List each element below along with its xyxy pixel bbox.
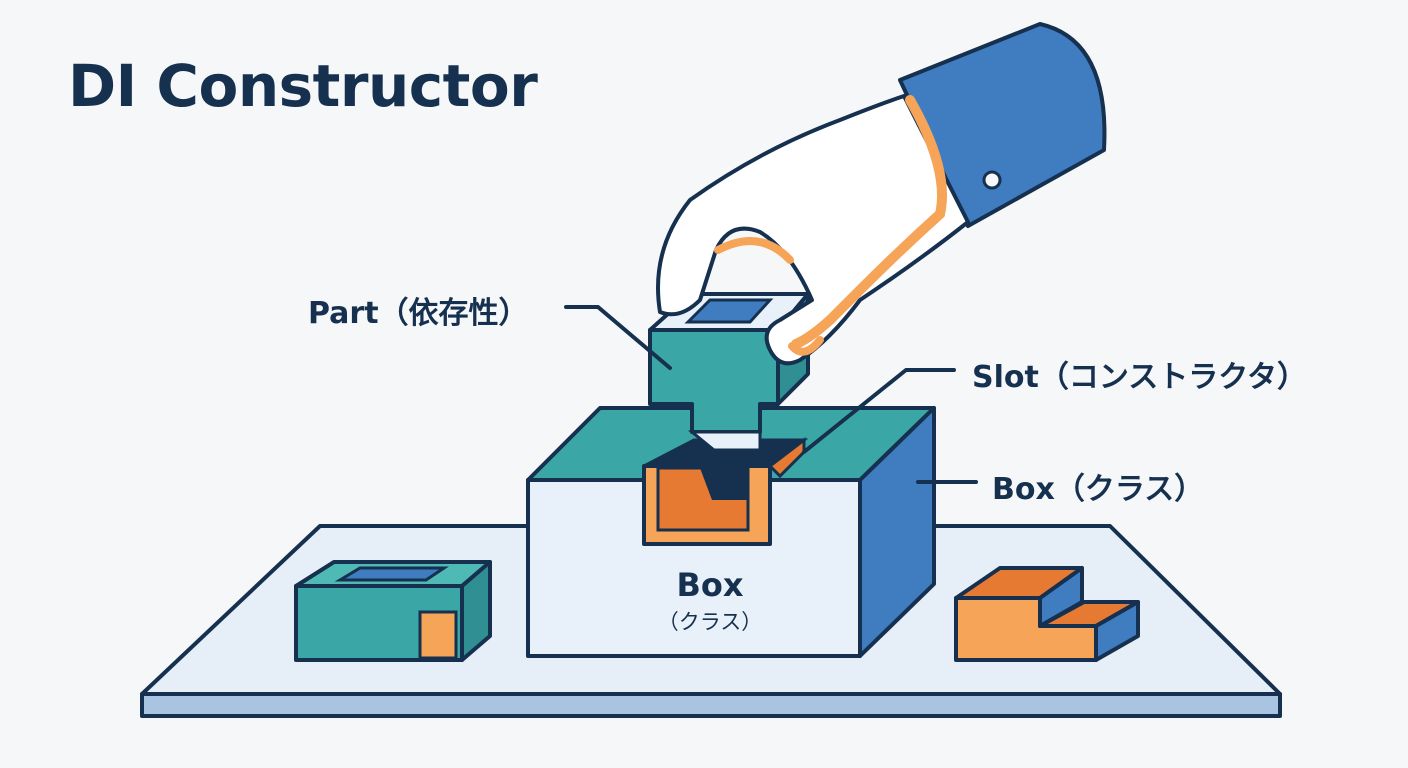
small-part-block [294,560,492,662]
box-face-title: Box [676,566,744,604]
page-title: DI Constructor [68,52,538,120]
leader-lines [564,305,978,484]
step-part-block [954,566,1140,662]
part-label: Part（依存性） [308,296,529,331]
main-box [526,406,936,658]
hand-icon [656,22,1107,366]
box-label: Box（クラス） [992,472,1205,507]
part-cube [648,292,810,452]
box-face-subtitle: （クラス） [657,610,763,634]
slot-label: Slot（コンストラクタ） [972,360,1308,395]
